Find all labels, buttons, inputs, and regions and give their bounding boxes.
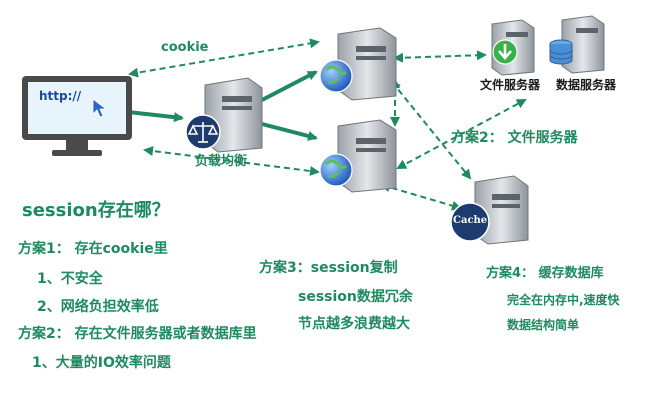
browser-to-balancer-arrow xyxy=(127,110,184,123)
plan3-title: 方案3：session复制 xyxy=(259,260,398,276)
web-server-2 xyxy=(319,119,397,193)
solid-arrows xyxy=(127,70,318,141)
cursor-icon xyxy=(92,98,108,118)
server2-cache-link xyxy=(380,182,462,211)
globe-icon xyxy=(319,59,353,93)
cache-label: Cache xyxy=(453,215,488,226)
load-balancer-label: 负载均衡 xyxy=(195,154,248,169)
browser-url-text: http:// xyxy=(39,89,82,103)
plan3-item1: session数据冗余 xyxy=(298,289,413,305)
cookie-link xyxy=(128,38,320,78)
data-server-label: 数据服务器 xyxy=(556,78,617,92)
plan2-title: 方案2： 存在文件服务器或者数据库里 xyxy=(18,326,257,342)
balancer-to-server2-arrow xyxy=(261,122,318,141)
session-question-title: session存在哪？ xyxy=(22,200,170,221)
cache-server xyxy=(450,175,529,245)
load-balancer-server xyxy=(185,77,263,153)
browser-server2-link xyxy=(143,146,320,176)
plan2-item1: 1、大量的IO效率问题 xyxy=(32,355,171,371)
balancer-to-server1-arrow xyxy=(261,70,318,102)
plan3-item2: 节点越多浪费越大 xyxy=(298,316,410,332)
cookie-label: cookie xyxy=(161,40,209,55)
cache-disc-icon xyxy=(450,202,490,242)
database-icon xyxy=(549,39,573,65)
data-server xyxy=(549,15,605,74)
web-server-1 xyxy=(319,27,397,101)
plan1-title: 方案1： 存在cookie里 xyxy=(18,241,168,257)
plan4-item1: 完全在内存中,速度快 xyxy=(507,293,620,307)
file-server-label: 文件服务器 xyxy=(480,78,541,92)
server1-fileserver-link xyxy=(393,50,487,63)
plan1-item2: 2、网络负担效率低 xyxy=(37,299,159,315)
plan4-title: 方案4： 缓存数据库 xyxy=(486,266,604,281)
dashed-links xyxy=(128,38,527,211)
browser-monitor xyxy=(22,76,132,156)
plan2-side-label: 方案2： 文件服务器 xyxy=(451,130,578,146)
plan1-item1: 1、不安全 xyxy=(37,271,103,287)
file-server xyxy=(491,19,535,76)
server1-cache-link xyxy=(390,80,472,180)
plan4-item2: 数据结构简单 xyxy=(507,318,580,332)
globe-icon xyxy=(319,153,353,187)
